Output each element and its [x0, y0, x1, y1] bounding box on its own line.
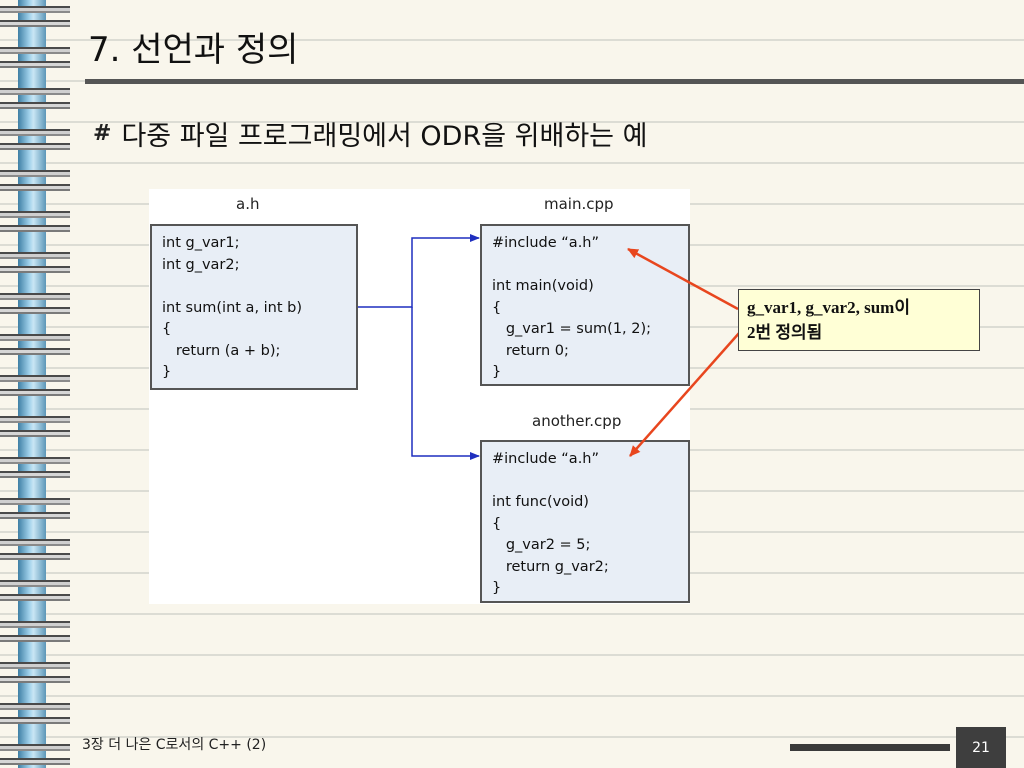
code-line: #include “a.h” [492, 235, 600, 251]
footer-chapter: 3장 더 나은 C로서의 C++ (2) [82, 737, 267, 753]
callout-line-1: g_var1, g_var2, sum이 [747, 298, 910, 317]
code-line: return (a + b); [162, 342, 281, 359]
slide-subtitle: 다중 파일 프로그래밍에서 ODR을 위배하는 예 [121, 121, 648, 152]
code-line: int g_var2; [162, 256, 240, 273]
code-line: int sum(int a, int b) [162, 299, 303, 316]
code-line [492, 471, 678, 493]
callout-line-2: 2번 정의됨 [747, 323, 823, 342]
title-divider [85, 79, 1024, 84]
code-box-a-h: int g_var1; int g_var2; int sum(int a, i… [150, 224, 358, 390]
code-line: { [162, 321, 172, 337]
code-line: int main(void) [492, 278, 594, 294]
code-line: } [162, 364, 172, 380]
page-number: 21 [956, 727, 1006, 768]
code-line: } [492, 364, 502, 380]
odr-diagram: a.h int g_var1; int g_var2; int sum(int … [149, 189, 690, 604]
code-line: { [492, 515, 502, 532]
callout-box: g_var1, g_var2, sum이 2번 정의됨 [738, 289, 980, 351]
code-line: { [492, 299, 502, 316]
spiral-binding [0, 0, 70, 768]
code-line: g_var2 = 5; [492, 537, 591, 553]
file-label-a-h: a.h [236, 195, 260, 213]
code-box-main-cpp: #include “a.h” int main(void) { g_var1 =… [480, 224, 690, 386]
code-line: int func(void) [492, 494, 589, 510]
code-line: int g_var1; [162, 235, 240, 251]
code-line: return 0; [492, 342, 569, 359]
code-line: return g_var2; [492, 558, 609, 575]
footer-bar [790, 744, 950, 751]
slide-title: 7. 선언과 정의 [88, 30, 299, 70]
file-label-another-cpp: another.cpp [532, 412, 622, 430]
code-line [492, 255, 678, 277]
file-label-main-cpp: main.cpp [544, 195, 614, 213]
code-line [162, 276, 346, 298]
subtitle-row: # 다중 파일 프로그래밍에서 ODR을 위배하는 예 [93, 114, 647, 153]
code-line: g_var1 = sum(1, 2); [492, 321, 652, 337]
code-box-another-cpp: #include “a.h” int func(void) { g_var2 =… [480, 440, 690, 603]
code-line: #include “a.h” [492, 451, 600, 467]
hash-bullet-icon: # [93, 121, 112, 146]
code-line: } [492, 580, 502, 596]
